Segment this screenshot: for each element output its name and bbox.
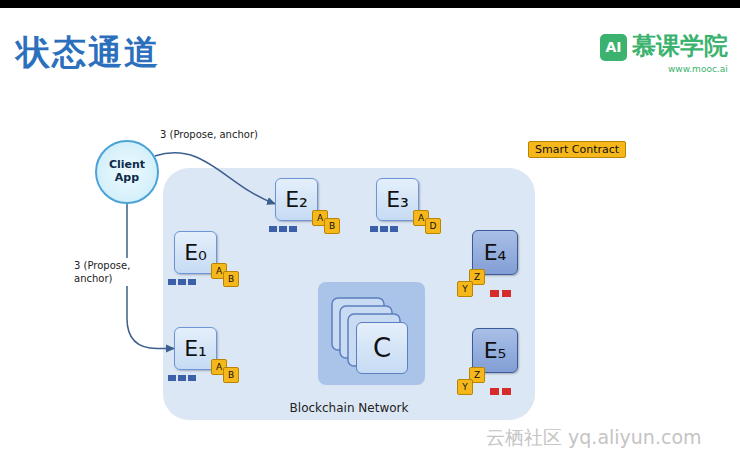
legend-text: Smart Contract [535,143,619,156]
node-text: A [216,362,222,372]
endorser-box: E₁AB [174,327,217,370]
contract-chip: B [223,271,239,287]
node-text: E₀ [184,240,207,265]
contract-chip: Y [457,379,473,395]
edge-label: 3 (Propose, anchor) [158,127,260,142]
node-text: A [418,213,424,223]
watermark: 云栖社区 yq.aliyun.com [486,425,702,451]
endorser-box: E₄ZY [472,230,518,275]
request-arrow [127,204,174,349]
client-app-circle: Client App [95,140,159,204]
region-label: Blockchain Network [163,401,535,415]
contract-chip: D [425,218,441,234]
contract-chip: B [223,367,239,383]
endorser-box: E₀AB [174,231,217,274]
request-arrow [155,153,275,204]
node-text: E₁ [184,336,207,361]
contract-chip: Y [457,281,473,297]
node-text: Y [462,284,468,294]
network-region: Blockchain NetworkE₂ABE₃ADE₀ABE₄ZYCE₁ABE… [163,168,535,420]
endorser-box: E₃AD [376,178,419,221]
node-text: Y [462,382,468,392]
node-text: D [430,221,437,231]
node-text: E₂ [285,187,308,212]
node-text: E₃ [386,187,409,212]
edge-label: 3 (Propose, anchor) [72,258,152,286]
node-text: B [329,221,335,231]
node-text: E₄ [484,240,507,265]
node-text: B [228,370,234,380]
logo-name: 慕课学院 [632,30,728,62]
endorser-box: E₂AB [275,178,318,221]
node-text: A [216,266,222,276]
orderer-card: C [356,322,408,374]
node-text: E₅ [484,338,507,363]
top-bar [0,0,740,10]
node-text: Z [474,272,480,282]
node-text: Z [474,370,480,380]
node-text: A [317,213,323,223]
node-text: C [373,333,391,363]
endorser-box: E₅ZY [472,328,518,373]
node-text: Client App [103,159,151,184]
node-text: B [228,274,234,284]
legend-swatch: Smart Contract [528,141,626,158]
logo-url: www.mooc.ai [668,64,728,74]
slide-title: 状态通道 [16,30,160,76]
contract-chip: B [324,218,340,234]
logo-icon: AI [600,34,627,61]
